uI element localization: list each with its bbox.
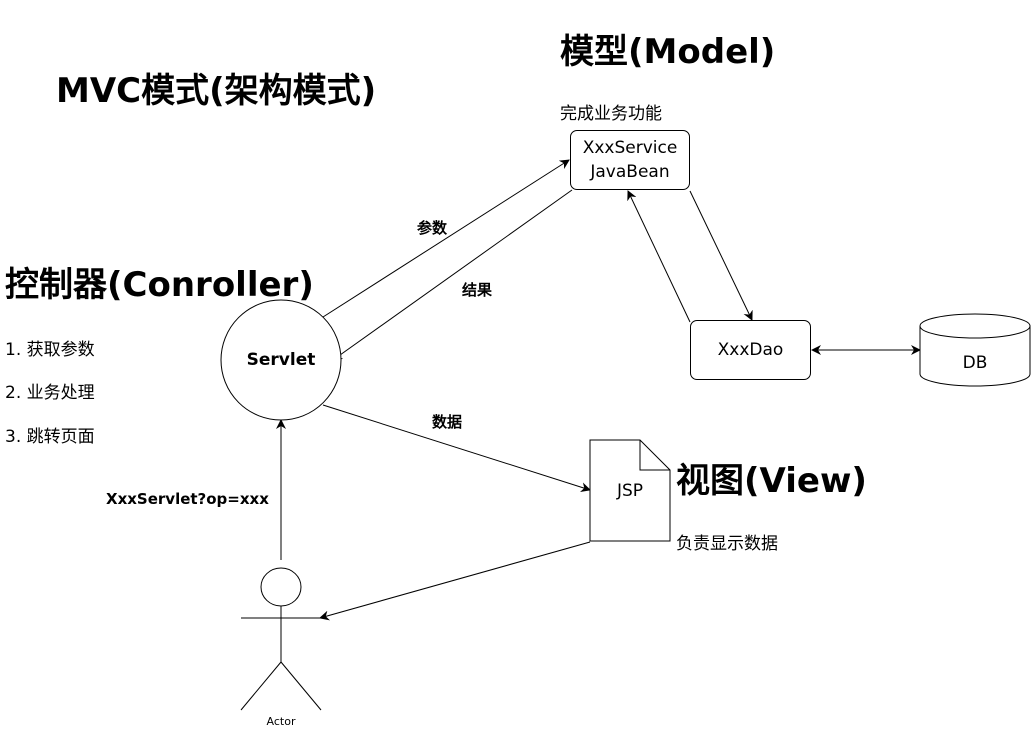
servlet-label: Servlet: [246, 350, 316, 370]
servlet-circle[interactable]: [220, 299, 342, 421]
step-2: 2. 业务处理: [5, 383, 95, 403]
edge-params: [322, 159, 570, 318]
controller-title: 控制器(Conroller): [5, 265, 314, 305]
dao-box[interactable]: XxxDao: [690, 320, 811, 380]
actor-label: Actor: [266, 715, 296, 728]
service-line2: JavaBean: [590, 162, 670, 182]
model-description: 完成业务功能: [560, 104, 662, 124]
edge-result: [332, 189, 573, 361]
dao-label: XxxDao: [717, 340, 784, 360]
service-line1: XxxService: [582, 138, 678, 158]
actor-figure[interactable]: [240, 567, 322, 711]
edge-data: [322, 404, 591, 493]
edge-label-params: 参数: [417, 219, 448, 237]
jsp-document[interactable]: [589, 439, 671, 542]
edge-label-result: 结果: [462, 281, 493, 299]
edge-jsp-actor: [319, 541, 591, 621]
model-title: 模型(Model): [560, 32, 776, 72]
step-1: 1. 获取参数: [5, 340, 95, 360]
edge-service-dao: [689, 190, 753, 321]
jsp-label: JSP: [616, 480, 644, 501]
view-description: 负责显示数据: [676, 534, 778, 554]
step-3: 3. 跳转页面: [5, 427, 95, 447]
edge-dao-service: [627, 190, 691, 323]
db-label: DB: [962, 352, 988, 373]
db-cylinder[interactable]: [919, 313, 1031, 387]
edge-label-data: 数据: [432, 413, 463, 431]
mvc-title: MVC模式(架构模式): [56, 71, 377, 111]
edge-label-request: XxxServlet?op=xxx: [106, 490, 269, 508]
service-box[interactable]: XxxService JavaBean: [570, 130, 690, 190]
view-title: 视图(View): [676, 461, 867, 501]
